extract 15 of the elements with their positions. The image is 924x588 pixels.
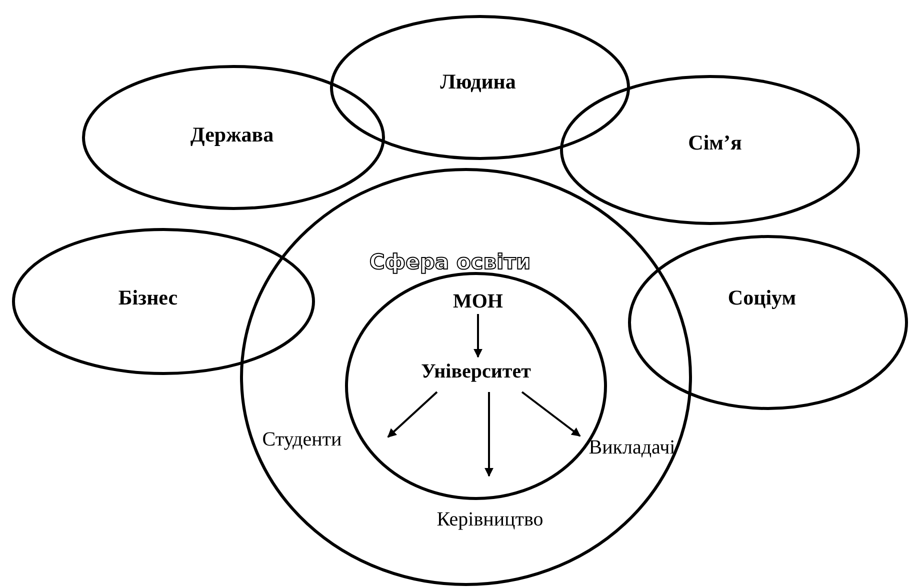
node-label: МОН — [453, 290, 503, 314]
node-label: Сім’я — [688, 130, 742, 156]
node-label: Людина — [440, 70, 516, 94]
node-label: Бізнес — [118, 286, 178, 310]
arrow — [521, 391, 581, 437]
outlined-heading: Сфера освіти — [369, 250, 531, 274]
node-label: Керівництво — [436, 508, 544, 532]
node-label: Викладачі — [588, 436, 676, 460]
arrow — [474, 314, 482, 358]
arrow — [387, 391, 438, 438]
node-label: Студенти — [262, 428, 342, 452]
arrow — [484, 392, 494, 477]
node-label: Держава — [190, 122, 274, 148]
node-label: Соціум — [728, 286, 796, 310]
node-label: Університет — [421, 360, 531, 384]
